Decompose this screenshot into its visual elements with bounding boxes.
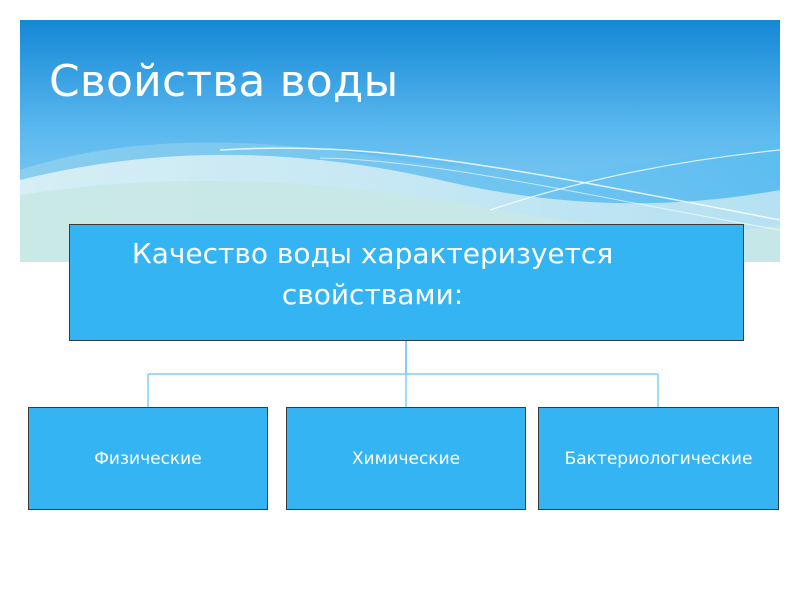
slide-title: Свойства воды [49, 56, 399, 107]
root-node: Качество воды характеризуется свойствами… [69, 224, 744, 341]
root-node-text: Качество воды характеризуется свойствами… [70, 233, 745, 315]
child-node-bacteriological-label: Бактериологические [564, 448, 753, 469]
child-node-chemical-label: Химические [351, 448, 461, 469]
root-node-line2: свойствами: [281, 278, 464, 311]
child-node-physical: Физические [28, 407, 268, 510]
child-node-chemical: Химические [286, 407, 526, 510]
root-node-line1: Качество воды характеризуется [131, 237, 614, 270]
child-node-bacteriological: Бактериологические [538, 407, 779, 510]
child-node-physical-label: Физические [94, 448, 202, 469]
